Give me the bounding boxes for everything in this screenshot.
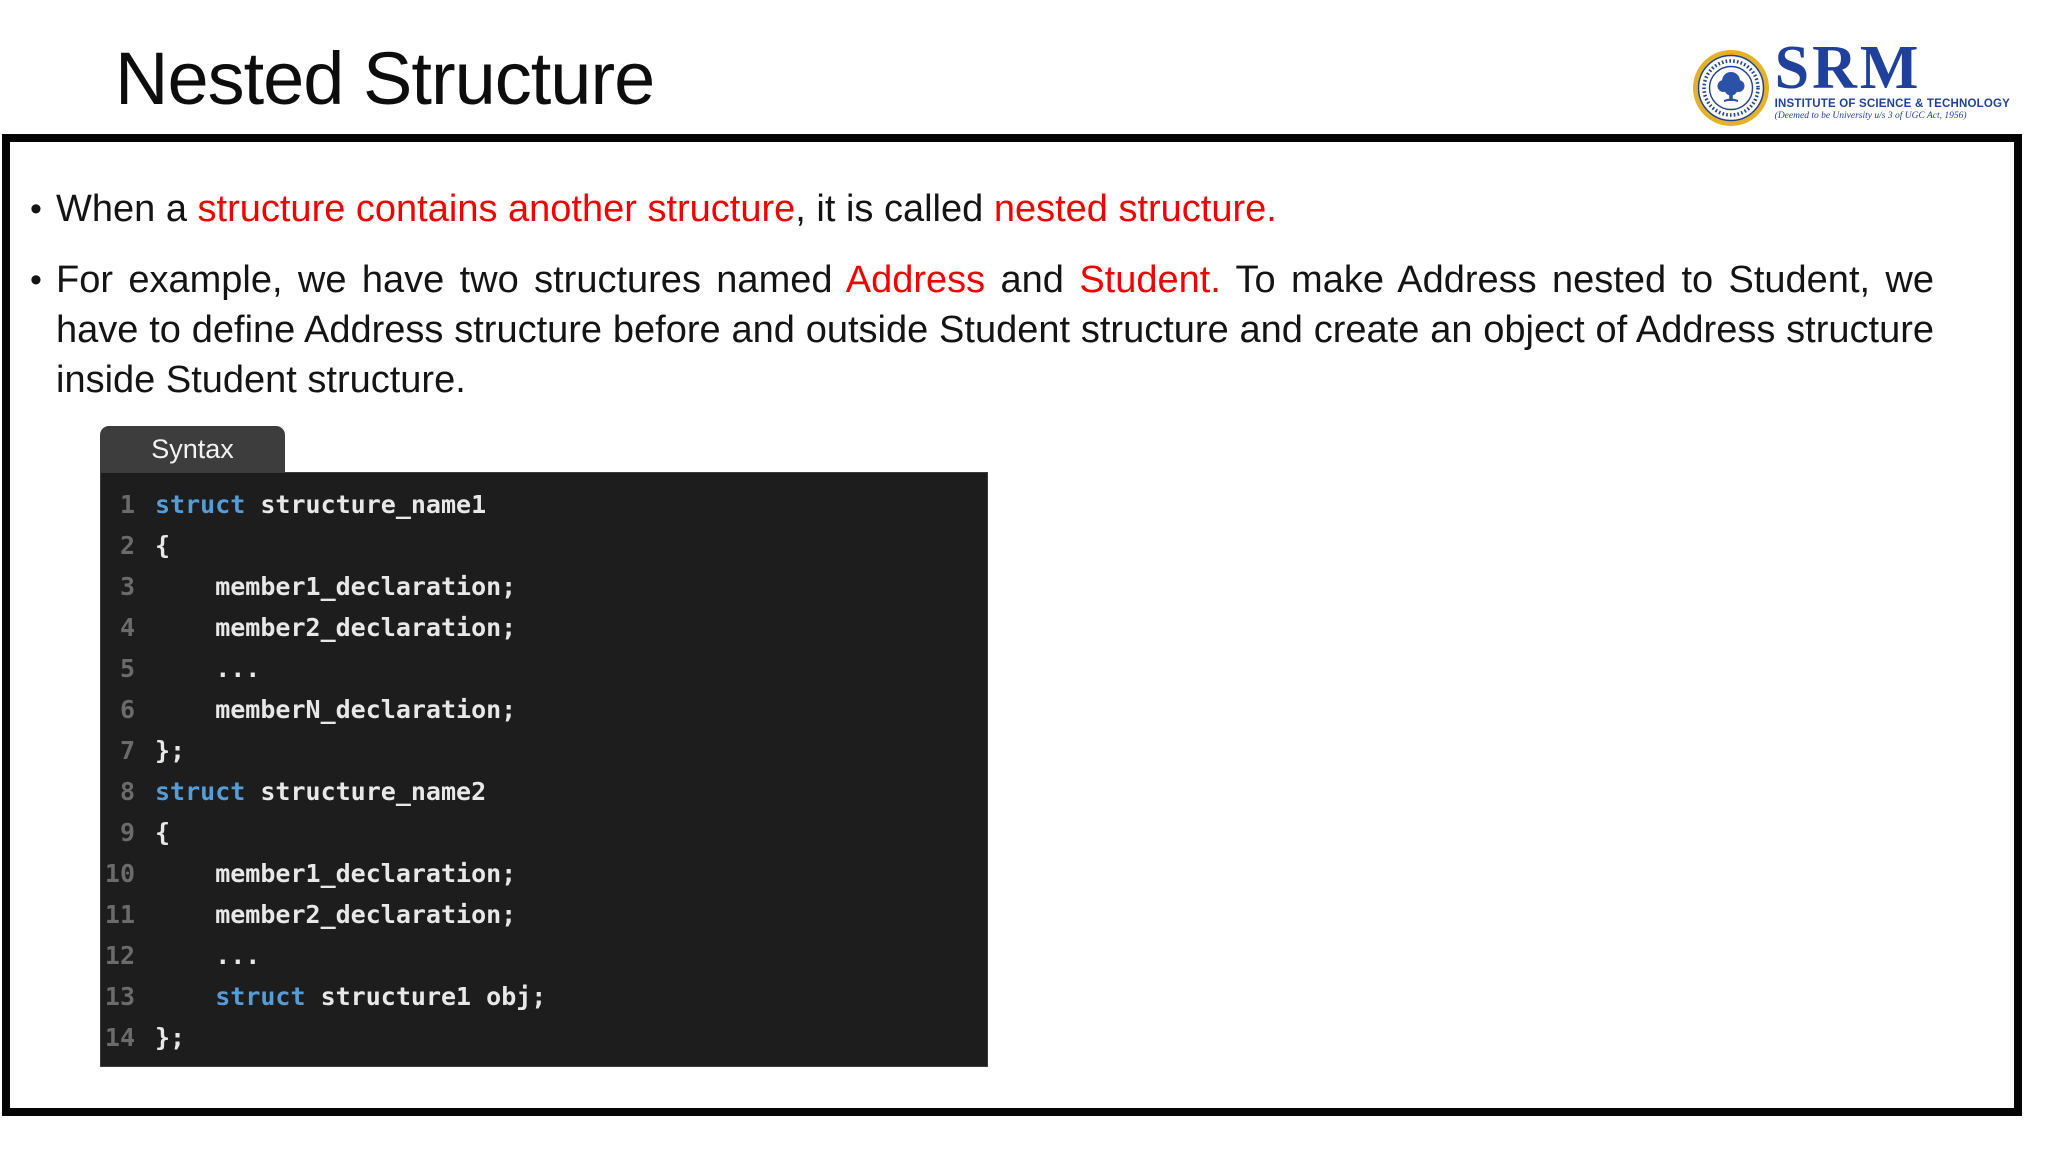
line-number: 4 — [119, 613, 135, 642]
code-line: 3 member1_declaration; — [101, 566, 987, 607]
line-number: 2 — [119, 531, 135, 560]
srm-emblem-icon — [1692, 50, 1769, 126]
line-number: 6 — [119, 695, 135, 724]
code-line: 5 ... — [101, 648, 987, 689]
page-title: Nested Structure — [115, 37, 655, 120]
code-line: 12 ... — [101, 935, 987, 976]
srm-logo-text: SRM INSTITUTE OF SCIENCE & TECHNOLOGY (D… — [1774, 34, 2010, 121]
code-text: }; — [155, 736, 186, 765]
syntax-tab: Syntax — [100, 426, 285, 472]
code-line: 4 member2_declaration; — [101, 607, 987, 648]
line-number: 9 — [119, 818, 135, 847]
code-line: 10 member1_declaration; — [101, 853, 987, 894]
code-text: }; — [155, 1023, 186, 1052]
code-line: 7}; — [101, 730, 987, 771]
line-number: 3 — [119, 572, 135, 601]
code-text: struct structure_name2 — [155, 777, 487, 806]
line-number: 11 — [104, 900, 135, 929]
content-box: • When a structure contains another struc… — [2, 134, 2022, 1116]
code-line: 1 struct structure_name1 — [101, 484, 987, 525]
bullet-glyph: • — [30, 190, 42, 228]
line-number: 12 — [104, 941, 135, 970]
code-text: ... — [155, 941, 261, 970]
bullet-text: For example, we have two structures name… — [56, 259, 1934, 401]
srm-institute-line: INSTITUTE OF SCIENCE & TECHNOLOGY — [1774, 98, 2010, 110]
bullet-text: When a structure contains another struct… — [56, 188, 1277, 230]
code-text: member1_declaration; — [155, 859, 517, 888]
bullet-list: • When a structure contains another struc… — [10, 184, 2014, 405]
bullet-glyph: • — [30, 261, 42, 299]
code-text: struct structure_name1 — [155, 490, 487, 519]
code-line: 13 struct structure1 obj; — [101, 976, 987, 1017]
line-number: 13 — [104, 982, 135, 1011]
code-line: 6 memberN_declaration; — [101, 689, 987, 730]
code-line: 11 member2_declaration; — [101, 894, 987, 935]
line-number: 1 — [119, 490, 135, 519]
bullet-item: • For example, we have two structures nam… — [30, 255, 1934, 405]
line-number: 14 — [104, 1023, 135, 1052]
code-text: member1_declaration; — [155, 572, 517, 601]
code-line: 8 struct structure_name2 — [101, 771, 987, 812]
code-text: member2_declaration; — [155, 613, 517, 642]
code-text: struct structure1 obj; — [215, 982, 547, 1011]
code-line: 9{ — [101, 812, 987, 853]
srm-brand: SRM — [1774, 34, 1922, 102]
line-number: 10 — [104, 859, 135, 888]
line-number: 5 — [119, 654, 135, 683]
code-text: ... — [155, 654, 261, 683]
srm-logo: SRM INSTITUTE OF SCIENCE & TECHNOLOGY (D… — [1691, 34, 2010, 128]
code-text: { — [155, 818, 171, 847]
code-line: 2{ — [101, 525, 987, 566]
code-text: memberN_declaration; — [155, 695, 517, 724]
code-text: member2_declaration; — [155, 900, 517, 929]
line-number: 8 — [119, 777, 135, 806]
bullet-item: • When a structure contains another struc… — [30, 184, 1934, 234]
srm-deemed-line: (Deemed to be University u/s 3 of UGC Ac… — [1774, 111, 1967, 121]
line-number: 7 — [119, 736, 135, 765]
code-text: { — [155, 531, 171, 560]
code-line: 14}; — [101, 1017, 987, 1058]
